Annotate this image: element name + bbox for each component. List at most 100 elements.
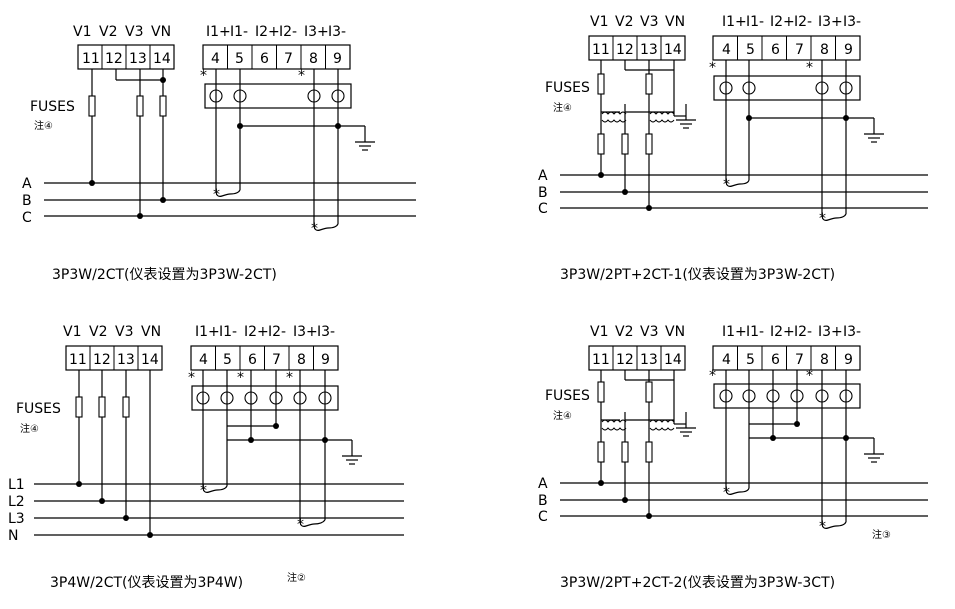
label-i3p: I3+ [293, 324, 318, 340]
term-12: 12 [616, 42, 634, 58]
label-v2: V2 [89, 324, 107, 340]
term-13: 13 [117, 352, 135, 368]
current-terminal-block [202, 44, 351, 70]
term-12: 12 [93, 352, 111, 368]
label-i2m: I2- [279, 24, 297, 40]
note-4: 注④ [20, 422, 39, 435]
term-4: 4 [722, 352, 731, 368]
diagram-3p4w-2ct: V1 V2 V3 VN 11 12 13 14 I1+ I1- I2+ I2- … [8, 324, 404, 591]
note-4: 注④ [553, 409, 572, 422]
line-label-a: A [538, 476, 548, 492]
ct-block [204, 83, 352, 109]
term-6: 6 [260, 51, 269, 67]
term-8: 8 [297, 352, 306, 368]
label-i1m: I1- [230, 24, 248, 40]
label-i3m: I3- [317, 324, 335, 340]
line-label-c: C [538, 201, 548, 217]
term-9: 9 [844, 352, 853, 368]
polarity-star-1: * [188, 370, 195, 386]
term-14: 14 [153, 51, 171, 67]
label-i2p: I2+ [770, 14, 795, 30]
label-vn: VN [151, 24, 171, 40]
ct-mark-1: * [723, 485, 730, 501]
term-12: 12 [105, 51, 123, 67]
polarity-star-2: * [237, 370, 244, 386]
diagram-3p3w-2pt-2ct-2: V1 V2 V3 VN 11 12 13 14 I1+ I1- I2+ I2- … [538, 324, 928, 591]
term-13: 13 [640, 42, 658, 58]
ct-mark-2: * [297, 517, 304, 533]
term-8: 8 [309, 51, 318, 67]
caption-4: 3P3W/2PT+2CT-2(仪表设置为3P3W-3CT) [560, 575, 835, 591]
caption-3: 3P4W/2CT(仪表设置为3P4W) [50, 575, 243, 591]
line-label-a: A [538, 168, 548, 184]
term-7: 7 [795, 352, 804, 368]
label-v2: V2 [99, 24, 117, 40]
polarity-star-2: * [806, 368, 813, 384]
fuses-label: FUSES [30, 99, 75, 115]
line-label-l2: L2 [8, 494, 25, 510]
ct-mark-2: * [819, 519, 826, 535]
term-5: 5 [746, 352, 755, 368]
caption-2: 3P3W/2PT+2CT-1(仪表设置为3P3W-2CT) [560, 267, 835, 283]
ct-mark-1: * [200, 483, 207, 499]
label-i3p: I3+ [304, 24, 329, 40]
ct-mark-2: * [819, 211, 826, 227]
polarity-star-1: * [200, 68, 207, 84]
term-9: 9 [321, 352, 330, 368]
line-label-n: N [8, 528, 18, 544]
label-vn: VN [141, 324, 161, 340]
fuses-label: FUSES [545, 388, 590, 404]
line-label-b: B [22, 193, 32, 209]
term-7: 7 [284, 51, 293, 67]
label-i2m: I2- [794, 14, 812, 30]
term-14: 14 [141, 352, 159, 368]
polarity-star-1: * [709, 368, 716, 384]
term-14: 14 [664, 42, 682, 58]
label-v3: V3 [125, 24, 143, 40]
label-i3p: I3+ [818, 14, 843, 30]
label-v2: V2 [615, 324, 633, 340]
line-label-c: C [22, 210, 32, 226]
ct-mark-1: * [723, 177, 730, 193]
note-4: 注④ [34, 119, 53, 132]
label-i2m: I2- [794, 324, 812, 340]
term-6: 6 [248, 352, 257, 368]
term-5: 5 [223, 352, 232, 368]
line-label-b: B [538, 185, 548, 201]
label-i1p: I1+ [722, 14, 747, 30]
term-11: 11 [592, 352, 610, 368]
current-labels: I1+ I1- I2+ I2- I3+ I3- [206, 24, 346, 40]
label-i2m: I2- [268, 324, 286, 340]
term-8: 8 [820, 42, 829, 58]
label-v1: V1 [73, 24, 91, 40]
term-7: 7 [272, 352, 281, 368]
term-11: 11 [592, 42, 610, 58]
line-label-a: A [22, 176, 32, 192]
term-14: 14 [664, 352, 682, 368]
label-v3: V3 [640, 324, 658, 340]
label-v3: V3 [115, 324, 133, 340]
label-v2: V2 [615, 14, 633, 30]
term-8: 8 [820, 352, 829, 368]
term-6: 6 [771, 352, 780, 368]
label-i3m: I3- [328, 24, 346, 40]
label-i2p: I2+ [255, 24, 280, 40]
polarity-star-2: * [298, 68, 305, 84]
term-5: 5 [235, 51, 244, 67]
term-7: 7 [795, 42, 804, 58]
term-13: 13 [129, 51, 147, 67]
label-i3m: I3- [843, 14, 861, 30]
caption-1: 3P3W/2CT(仪表设置为3P3W-2CT) [52, 267, 277, 283]
label-i3m: I3- [843, 324, 861, 340]
label-i1m: I1- [746, 14, 764, 30]
voltage-labels: V1 V2 V3 VN [73, 24, 171, 40]
diagram-3p3w-2ct: V1 V2 V3 VN 11 12 13 14 I1+ I1- I2+ I2- … [22, 24, 416, 283]
note-4: 注④ [553, 101, 572, 114]
note-2: 注② [287, 571, 306, 584]
line-label-b: B [538, 493, 548, 509]
line-label-c: C [538, 509, 548, 525]
label-i1p: I1+ [722, 324, 747, 340]
label-i1m: I1- [746, 324, 764, 340]
label-v3: V3 [640, 14, 658, 30]
